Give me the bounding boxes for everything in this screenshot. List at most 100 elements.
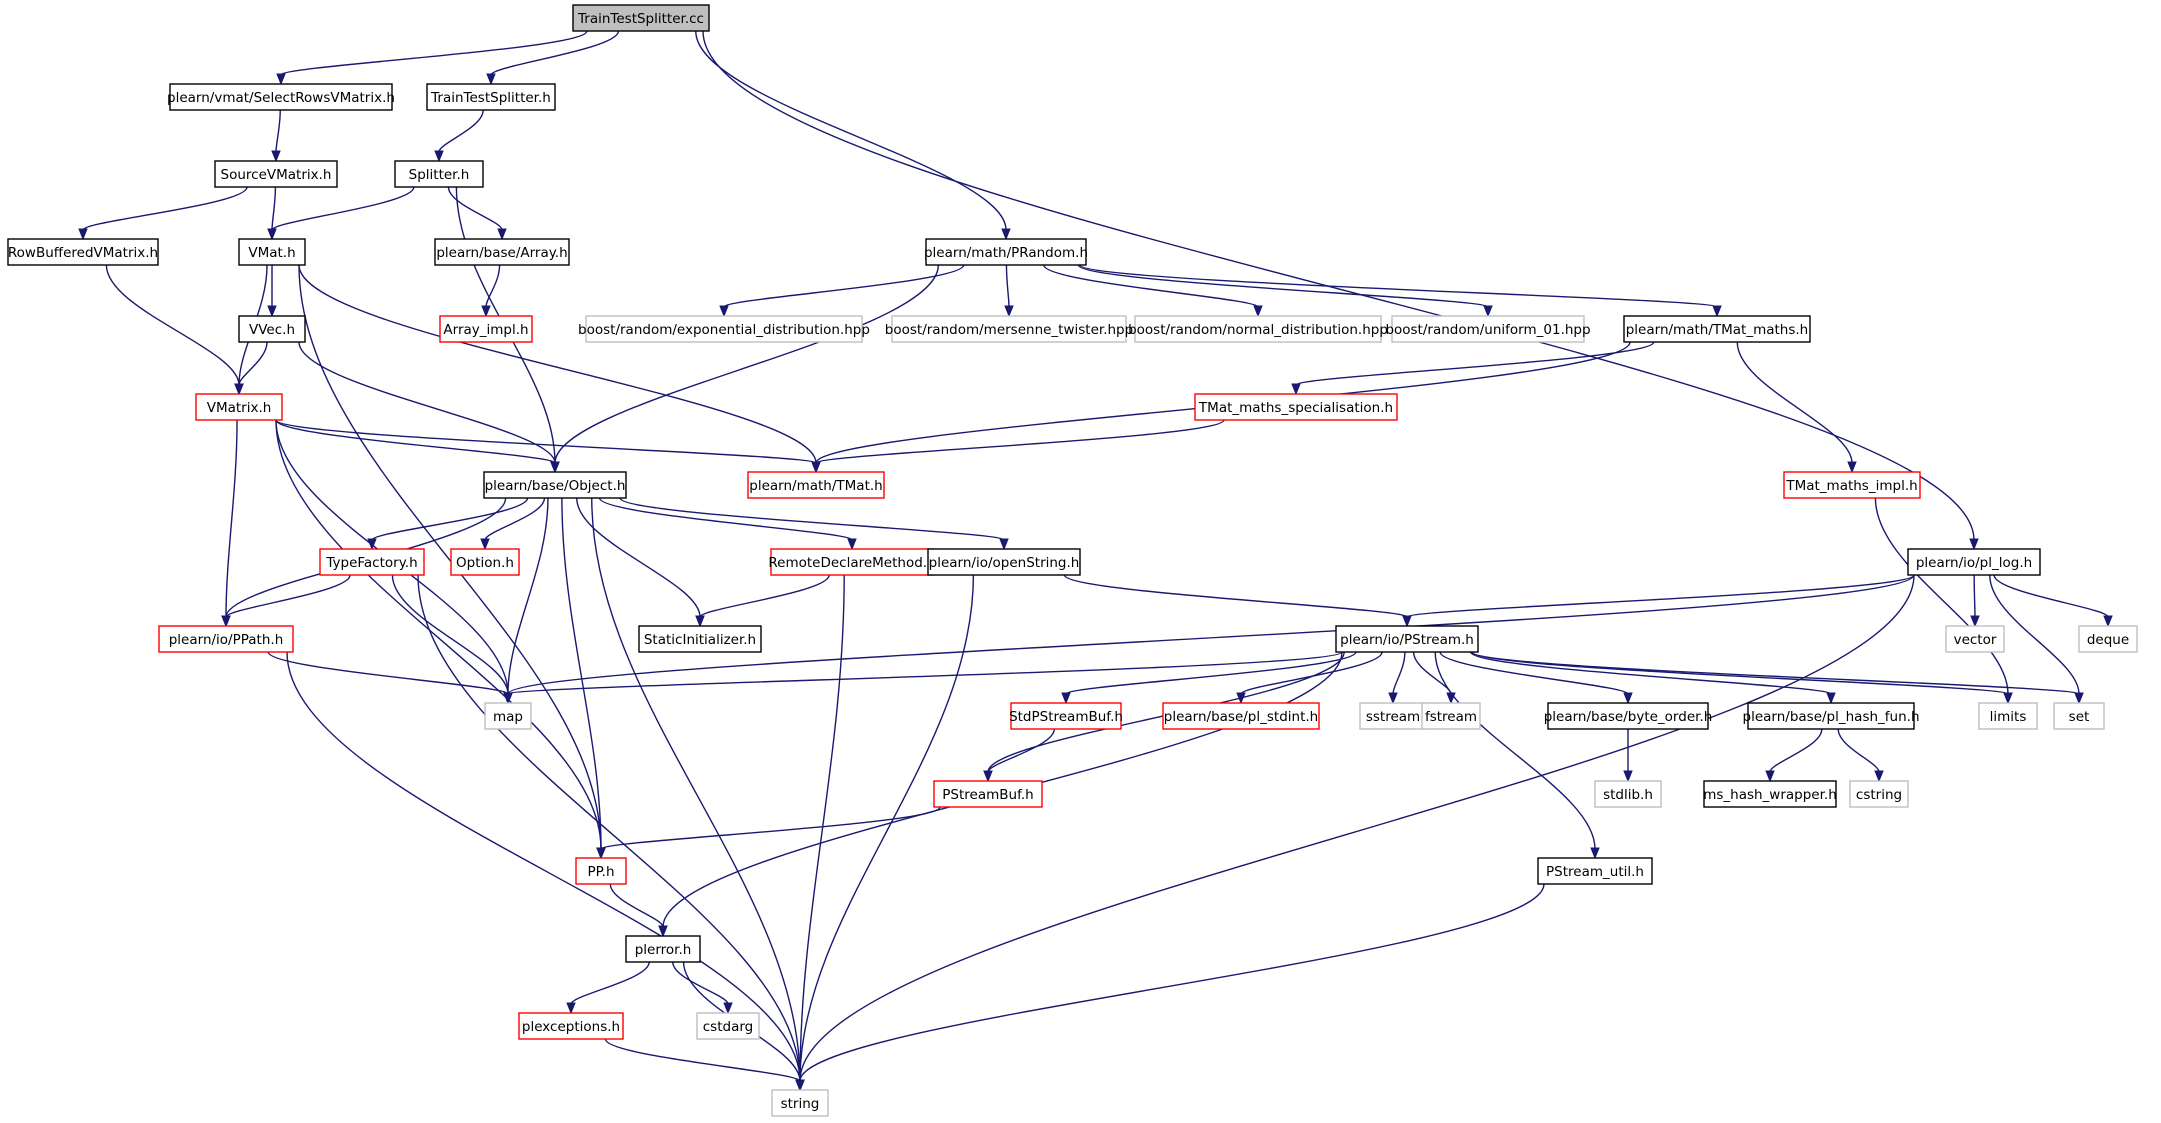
edge-arrowhead: [1874, 770, 1884, 783]
node-label: plearn/base/Object.h: [485, 478, 626, 494]
dependency-edge: [604, 1038, 805, 1092]
dependency-edge: [1471, 651, 2013, 705]
edge-line: [490, 30, 620, 76]
graph-node[interactable]: Splitter.h: [394, 160, 484, 188]
graph-node[interactable]: plearn/io/PPath.h: [158, 625, 294, 653]
graph-node[interactable]: StaticInitializer.h: [638, 625, 762, 653]
graph-node[interactable]: sstream: [1359, 702, 1427, 730]
node-box: [572, 4, 710, 32]
graph-node[interactable]: SourceVMatrix.h: [214, 160, 338, 188]
graph-node[interactable]: map: [484, 702, 532, 730]
graph-node[interactable]: boost/random/uniform_01.hpp: [1385, 315, 1591, 343]
edge-arrowhead: [811, 461, 821, 474]
graph-node[interactable]: vector: [1945, 625, 2005, 653]
graph-node[interactable]: plearn/math/PRandom.h: [924, 238, 1088, 266]
graph-node[interactable]: plearn/base/Array.h: [434, 238, 570, 266]
dependency-edge: [275, 419, 560, 474]
graph-node[interactable]: plerror.h: [625, 935, 701, 963]
graph-node[interactable]: StdPStreamBuf.h: [1009, 702, 1123, 730]
graph-node[interactable]: plearn/vmat/SelectRowsVMatrix.h: [167, 83, 395, 111]
graph-node[interactable]: string: [771, 1089, 829, 1117]
node-label: stdlib.h: [1603, 787, 1653, 803]
graph-node[interactable]: boost/random/normal_distribution.hpp: [1128, 315, 1388, 343]
edge-line: [1469, 651, 1832, 695]
node-label: VMat.h: [248, 245, 295, 261]
edge-arrowhead: [1004, 305, 1014, 318]
node-box: [1594, 780, 1662, 808]
edge-line: [1434, 651, 1596, 850]
edge-line: [604, 1038, 801, 1082]
dependency-edge: [1434, 651, 1600, 860]
graph-node[interactable]: deque: [2078, 625, 2138, 653]
graph-node[interactable]: Array_impl.h: [439, 315, 533, 343]
graph-node[interactable]: plearn/io/pl_log.h: [1907, 548, 2041, 576]
edge-line: [1005, 264, 1010, 308]
graph-node[interactable]: TMat_maths_impl.h: [1783, 471, 1921, 499]
edge-arrowhead: [1623, 692, 1633, 705]
node-label: StaticInitializer.h: [644, 632, 756, 648]
node-box: [1162, 702, 1320, 730]
graph-node[interactable]: plearn/base/Object.h: [483, 471, 627, 499]
graph-node[interactable]: boost/random/exponential_distribution.hp…: [578, 315, 870, 343]
dependency-edge: [695, 30, 1011, 241]
graph-node[interactable]: ms_hash_wrapper.h: [1703, 780, 1837, 808]
dependency-edge: [267, 186, 415, 241]
graph-node[interactable]: Option.h: [450, 548, 520, 576]
graph-node[interactable]: stdlib.h: [1594, 780, 1662, 808]
graph-node[interactable]: PStreamBuf.h: [933, 780, 1043, 808]
node-label: boost/random/exponential_distribution.hp…: [578, 322, 870, 338]
graph-node[interactable]: VMatrix.h: [195, 393, 283, 421]
dependency-edge: [1471, 651, 2084, 705]
graph-node[interactable]: plearn/math/TMat_maths.h: [1623, 315, 1811, 343]
graph-node[interactable]: plexceptions.h: [518, 1012, 624, 1040]
graph-node[interactable]: VMat.h: [238, 238, 306, 266]
dependency-edge: [811, 419, 1225, 474]
node-box: [439, 315, 533, 343]
graph-node[interactable]: TypeFactory.h: [319, 548, 425, 576]
dependency-edge: [672, 961, 733, 1015]
graph-node[interactable]: limits: [1978, 702, 2038, 730]
graph-node[interactable]: cstdarg: [696, 1012, 760, 1040]
edge-line: [438, 109, 484, 153]
node-label: TMat_maths_specialisation.h: [1198, 400, 1393, 416]
graph-node[interactable]: PP.h: [575, 857, 627, 885]
graph-node[interactable]: plearn/math/TMat.h: [747, 471, 885, 499]
graph-node[interactable]: VVec.h: [238, 315, 306, 343]
dependency-edge: [1874, 497, 2013, 705]
dependency-edge: [481, 264, 501, 318]
dependency-edge: [434, 109, 484, 163]
node-box: [1134, 315, 1382, 343]
node-label: vector: [1954, 632, 1997, 648]
graph-node[interactable]: cstring: [1849, 780, 1909, 808]
node-label: Option.h: [456, 555, 514, 571]
node-label: RowBufferedVMatrix.h: [8, 245, 158, 261]
edge-line: [570, 961, 650, 1005]
graph-node[interactable]: plearn/base/pl_hash_fun.h: [1743, 702, 1920, 730]
edge-arrowhead: [78, 228, 88, 241]
node-label: fstream: [1425, 709, 1477, 725]
dependency-edge: [609, 883, 668, 938]
graph-node[interactable]: fstream: [1421, 702, 1481, 730]
graph-node[interactable]: plearn/base/pl_stdint.h: [1162, 702, 1320, 730]
edge-line: [225, 574, 351, 618]
edge-line: [1439, 651, 1629, 695]
graph-node[interactable]: TrainTestSplitter.cc: [572, 4, 710, 32]
graph-node[interactable]: boost/random/mersenne_twister.hpp: [885, 315, 1133, 343]
edge-arrowhead: [503, 692, 513, 705]
graph-node[interactable]: TMat_maths_specialisation.h: [1194, 393, 1398, 421]
edge-arrowhead: [723, 1002, 733, 1015]
graph-node[interactable]: plearn/base/byte_order.h: [1544, 702, 1713, 730]
graph-node[interactable]: TrainTestSplitter.h: [426, 83, 556, 111]
graph-node[interactable]: RemoteDeclareMethod.h: [768, 548, 936, 576]
graph-node[interactable]: plearn/io/PStream.h: [1335, 625, 1479, 653]
edge-arrowhead: [1712, 305, 1722, 318]
node-box: [169, 83, 393, 111]
graph-node[interactable]: RowBufferedVMatrix.h: [7, 238, 159, 266]
node-box: [1783, 471, 1921, 499]
graph-node[interactable]: PStream_util.h: [1537, 857, 1653, 885]
edge-arrowhead: [367, 538, 377, 551]
graph-node[interactable]: plearn/io/openString.h: [927, 548, 1081, 576]
graph-node[interactable]: set: [2053, 702, 2105, 730]
dependency-edge: [550, 264, 940, 474]
node-label: Splitter.h: [409, 167, 470, 183]
